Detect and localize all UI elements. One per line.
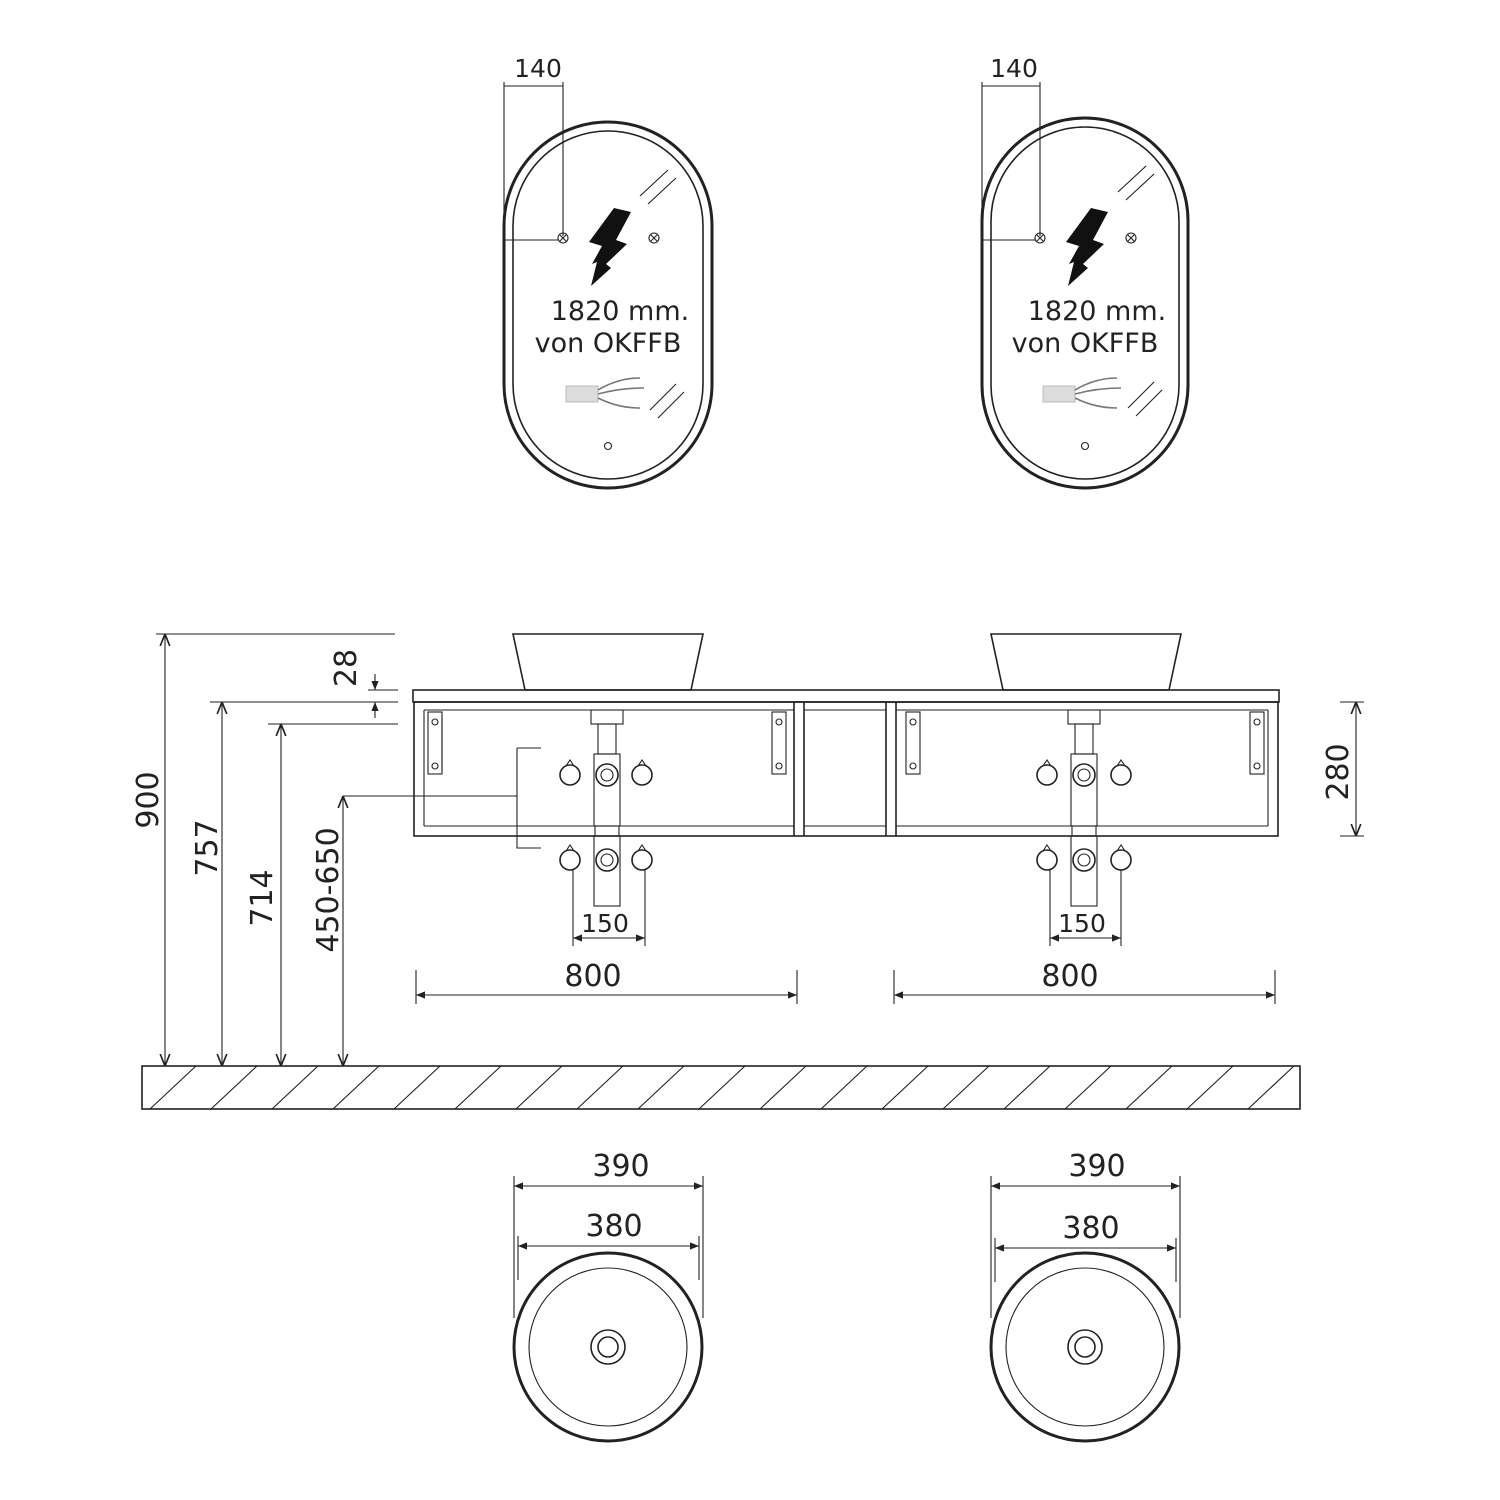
floor-hatch-line [454, 1066, 502, 1109]
mirror-frame-inner [512, 130, 704, 480]
wall-bracket [427, 711, 443, 775]
mirror-right: 140 1820 mm. von OKFFB [980, 54, 1190, 490]
dim-valve-spacing-right: 150 [1058, 909, 1106, 938]
valve-icon [1036, 759, 1132, 871]
dim-module-width-right: 800 [1041, 959, 1098, 994]
floor-hatch-line [1247, 1066, 1295, 1109]
mirror-frame-outer [502, 120, 714, 490]
dim-basin-inner: 380 [1062, 1211, 1119, 1246]
mirror-note-line2: von OKFFB [535, 328, 682, 359]
valve-icon [559, 759, 653, 871]
wall-bracket [771, 711, 787, 775]
floor-hatch-line [1186, 1066, 1234, 1109]
dim-basin-outer: 390 [1068, 1149, 1125, 1184]
floor-hatch-line [332, 1066, 380, 1109]
basin-side-right [990, 633, 1182, 691]
cabinet-body [413, 701, 1279, 837]
dim-basin-inner: 380 [585, 1209, 642, 1244]
dim-top-thickness: 28 [329, 649, 364, 687]
dim-total-height: 900 [131, 771, 166, 828]
screw-icon [1125, 232, 1137, 244]
mirror-note-line1: 1820 mm. [1028, 296, 1166, 327]
floor-hatch-line [637, 1066, 685, 1109]
countertop [412, 689, 1280, 703]
screw-icon [648, 232, 660, 244]
basin-rim-inner [528, 1267, 688, 1427]
glare-icon [1117, 165, 1163, 417]
basin-rim-outer [989, 1251, 1181, 1443]
mirror-frame-inner [990, 126, 1180, 480]
floor-hatch-line [698, 1066, 746, 1109]
drain-icon [1067, 1329, 1103, 1365]
basin-top-right: 390 380 [989, 1149, 1181, 1443]
sensor-dot [603, 441, 613, 451]
floor-hatch-line [149, 1066, 197, 1109]
basin-rim-inner [1005, 1267, 1165, 1427]
cable-icon [1042, 377, 1122, 409]
dim-drain-range: 450-650 [311, 827, 346, 952]
screw-icon [1034, 232, 1046, 244]
floor-hatch-line [1125, 1066, 1173, 1109]
mirror-note-line2: von OKFFB [1012, 328, 1159, 359]
floor-hatch-line [1003, 1066, 1051, 1109]
glare-icon [639, 169, 685, 419]
basin-top-left: 390 380 [512, 1149, 704, 1443]
electric-bolt-icon [1066, 208, 1108, 286]
dim-cabinet-height: 280 [1321, 743, 1356, 800]
floor-hatch-line [1309, 1066, 1355, 1109]
mirror-offset-label: 140 [990, 54, 1038, 83]
mirror-offset-label: 140 [514, 54, 562, 83]
basin-rim-outer [512, 1251, 704, 1443]
dim-valve-spacing-left: 150 [581, 909, 629, 938]
drain-siphon-right [1067, 709, 1101, 907]
floor-hatch-line [1064, 1066, 1112, 1109]
floor-hatch-line [881, 1066, 929, 1109]
dim-module-width-left: 800 [564, 959, 621, 994]
drain-icon [590, 1329, 626, 1365]
drain-siphon-left [590, 709, 624, 907]
floor [141, 1065, 1355, 1110]
width-dimensions: 150 150 800 800 [415, 870, 1276, 1004]
mirror-frame-outer [980, 116, 1190, 490]
wall-bracket [1249, 711, 1265, 775]
floor-hatch-line [271, 1066, 319, 1109]
electric-bolt-icon [589, 208, 631, 286]
mirror-note-line1: 1820 mm. [551, 296, 689, 327]
floor-hatch-line [393, 1066, 441, 1109]
sensor-dot [1080, 441, 1090, 451]
floor-hatch-line [759, 1066, 807, 1109]
wall-bracket [905, 711, 921, 775]
dim-cabinet-top-height: 714 [245, 869, 280, 926]
vanity-elevation [343, 633, 1280, 907]
drain-range-bracket [516, 747, 541, 849]
basin-side-left [512, 633, 704, 691]
floor-hatch-line [820, 1066, 868, 1109]
floor-hatch-line [942, 1066, 990, 1109]
dim-countertop-height: 757 [190, 819, 225, 876]
screw-icon [557, 232, 569, 244]
height-dimensions: 28 900 757 714 450-650 280 [131, 633, 1364, 1066]
dim-basin-outer: 390 [592, 1149, 649, 1184]
cable-icon [565, 377, 645, 409]
floor-hatch-line [515, 1066, 563, 1109]
mirror-left: 140 1820 mm. von OKFFB [502, 54, 714, 490]
floor-hatch-line [210, 1066, 258, 1109]
floor-hatch-line [576, 1066, 624, 1109]
